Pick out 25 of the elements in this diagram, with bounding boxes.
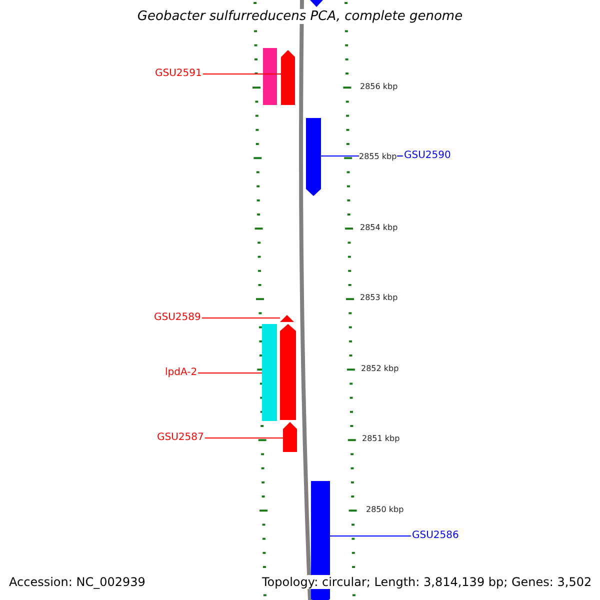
scale-label: 2856 kbp (360, 82, 398, 92)
scale-label: 2854 kbp (360, 223, 398, 233)
gene-feature (280, 324, 296, 420)
gene-feature (310, 0, 323, 7)
scale-label: 2853 kbp (360, 293, 398, 303)
gene-label: GSU2590 (404, 150, 451, 162)
gene-label: GSU2591 (155, 68, 202, 80)
scale-label: 2852 kbp (361, 364, 399, 374)
scale-label: 2850 kbp (366, 505, 404, 515)
gene-label: lpdA-2 (165, 367, 198, 379)
footer-text: Topology: circular; Length: 3,814,139 bp; Genes: 3,502 (262, 575, 592, 589)
footer-text: Accession: NC_002939 (9, 575, 146, 589)
gene-feature (263, 48, 277, 105)
gene-label: GSU2589 (154, 312, 201, 324)
gene-feature (283, 422, 297, 452)
scale-label: 2851 kbp (362, 434, 400, 444)
gene-feature (306, 118, 321, 196)
gene-label: GSU2587 (157, 432, 204, 444)
gene-feature (262, 324, 277, 421)
title: Geobacter sulfurreducens PCA, complete genome (137, 9, 463, 24)
scale-label: 2855 kbp (359, 152, 397, 162)
gene-feature (281, 50, 295, 105)
gene-feature (280, 315, 294, 322)
leader-line (198, 372, 262, 374)
gene-label: GSU2586 (412, 530, 459, 542)
